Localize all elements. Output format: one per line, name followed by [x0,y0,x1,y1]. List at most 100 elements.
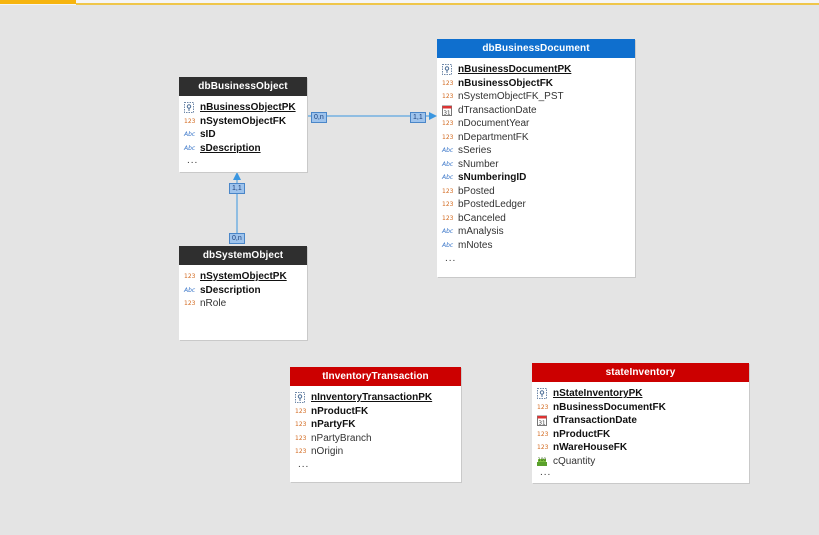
field-row[interactable]: 123 bCanceled [437,212,635,226]
number-icon: 123 [184,273,196,280]
field-row[interactable]: nInventoryTransactionPK [290,391,461,405]
text-icon: Abc [442,241,454,249]
entity-title[interactable]: stateInventory [532,363,749,382]
entity-title[interactable]: dbSystemObject [179,246,307,265]
calendar-icon: 31 [442,105,452,116]
field-row[interactable]: 123 nProductFK [532,428,749,442]
number-icon: 123 [537,444,549,451]
money-value: 100 [538,457,547,463]
field-list: nStateInventoryPK 123 nBusinessDocumentF… [532,382,749,468]
field-name: nRole [200,298,227,309]
key-icon [442,64,452,75]
calendar-icon: 31 [537,415,547,426]
more-fields-ellipsis[interactable]: ... [540,467,552,478]
field-row[interactable]: 123 nOrigin [290,445,461,459]
entity-tinventorytransaction[interactable]: tInventoryTransaction nInventoryTransact… [290,367,461,482]
field-name: nBusinessObjectPK [200,102,296,113]
text-icon: Abc [442,174,454,181]
field-list: nBusinessDocumentPK 123 nBusinessObjectF… [437,58,635,252]
text-icon: Abc [442,160,454,168]
number-icon: 123 [442,201,454,208]
entity-dbbusinessobject[interactable]: dbBusinessObject nBusinessObjectPK 123 n… [179,77,307,172]
field-name: bCanceled [458,212,506,224]
top-toolbar-strip [0,0,819,5]
cardinality-label-11[interactable]: 1,1 [410,112,426,123]
field-row[interactable]: nStateInventoryPK [532,387,749,401]
arrowhead-up [233,172,241,180]
field-name: sID [200,129,216,140]
field-list: nBusinessObjectPK 123 nSystemObjectFK Ab… [179,96,307,155]
field-row[interactable]: 123 bPosted [437,185,635,199]
field-name: nSystemObjectFK [200,115,287,127]
number-icon: 123 [184,117,196,125]
field-row[interactable]: 123 nProductFK [290,405,461,419]
number-icon: 123 [295,434,307,442]
field-row[interactable]: Abc sID [179,128,307,142]
field-row[interactable]: 123 nBusinessObjectFK [437,77,635,91]
key-icon [295,392,305,403]
field-row[interactable]: 31 dTransactionDate [437,104,635,118]
money-icon: 100 [537,456,547,467]
entity-title[interactable]: tInventoryTransaction [290,367,461,386]
cardinality-label-0n[interactable]: 0,n [311,112,327,123]
field-row[interactable]: Abc sNumberingID [437,171,635,185]
field-row[interactable]: 100 cQuantity [532,455,749,469]
entity-stateinventory[interactable]: stateInventory nStateInventoryPK 123 nBu… [532,363,749,483]
field-row[interactable]: 123 nBusinessDocumentFK [532,401,749,415]
field-row[interactable]: 123 nSystemObjectFK [179,115,307,129]
field-row[interactable]: 123 nPartyBranch [290,432,461,446]
number-icon: 123 [442,93,454,100]
more-fields-ellipsis[interactable]: ... [187,155,199,166]
field-row[interactable]: nBusinessObjectPK [179,101,307,115]
number-icon: 123 [295,421,307,428]
field-row[interactable]: 123 nWareHouseFK [532,441,749,455]
entity-dbsystemobject[interactable]: dbSystemObject 123 nSystemObjectPK Abc s… [179,246,307,340]
active-tab-indicator [0,0,76,4]
field-list: nInventoryTransactionPK 123 nProductFK 1… [290,386,461,459]
field-name: nSystemObjectFK_PST [458,91,564,102]
field-name: mAnalysis [458,226,504,237]
field-name: nPartyBranch [311,432,372,444]
text-icon: Abc [442,228,454,235]
field-name: dTransactionDate [458,104,537,116]
entity-title[interactable]: dbBusinessDocument [437,39,635,58]
field-list: 123 nSystemObjectPK Abc sDescription 123… [179,265,307,311]
field-name: bPosted [458,185,495,197]
field-name: dTransactionDate [553,415,637,426]
field-name: nOrigin [311,446,344,457]
field-row[interactable]: 31 dTransactionDate [532,414,749,428]
field-row[interactable]: Abc sDescription [179,284,307,298]
field-row[interactable]: Abc sNumber [437,158,635,172]
entity-dbbusinessdocument[interactable]: dbBusinessDocument nBusinessDocumentPK 1… [437,39,635,277]
field-name: cQuantity [553,455,596,467]
number-icon: 123 [442,187,454,195]
field-row[interactable]: 123 nRole [179,297,307,311]
field-row[interactable]: nBusinessDocumentPK [437,63,635,77]
field-name: sDescription [200,142,261,154]
field-row[interactable]: 123 bPostedLedger [437,198,635,212]
entity-title[interactable]: dbBusinessObject [179,77,307,96]
field-row[interactable]: 123 nPartyFK [290,418,461,432]
key-icon [184,102,194,113]
more-fields-ellipsis[interactable]: ... [445,253,457,264]
number-icon: 123 [442,214,454,222]
more-fields-ellipsis[interactable]: ... [298,459,310,470]
field-name: nSystemObjectPK [200,271,287,282]
field-row[interactable]: 123 nDepartmentFK [437,131,635,145]
field-row[interactable]: 123 nSystemObjectPK [179,270,307,284]
field-row[interactable]: Abc mAnalysis [437,225,635,239]
field-row[interactable]: Abc mNotes [437,239,635,253]
number-icon: 123 [442,120,454,127]
field-row[interactable]: 123 nSystemObjectFK_PST [437,90,635,104]
field-row[interactable]: Abc sDescription [179,142,307,156]
field-name: nBusinessDocumentPK [458,64,572,75]
cardinality-label-11[interactable]: 1,1 [229,183,245,194]
field-name: nProductFK [311,405,369,417]
text-icon: Abc [442,147,454,154]
field-row[interactable]: Abc sSeries [437,144,635,158]
number-icon: 123 [295,448,307,455]
number-icon: 123 [442,79,454,87]
cardinality-label-0n[interactable]: 0,n [229,233,245,244]
field-name: nBusinessDocumentFK [553,401,666,413]
field-row[interactable]: 123 nDocumentYear [437,117,635,131]
